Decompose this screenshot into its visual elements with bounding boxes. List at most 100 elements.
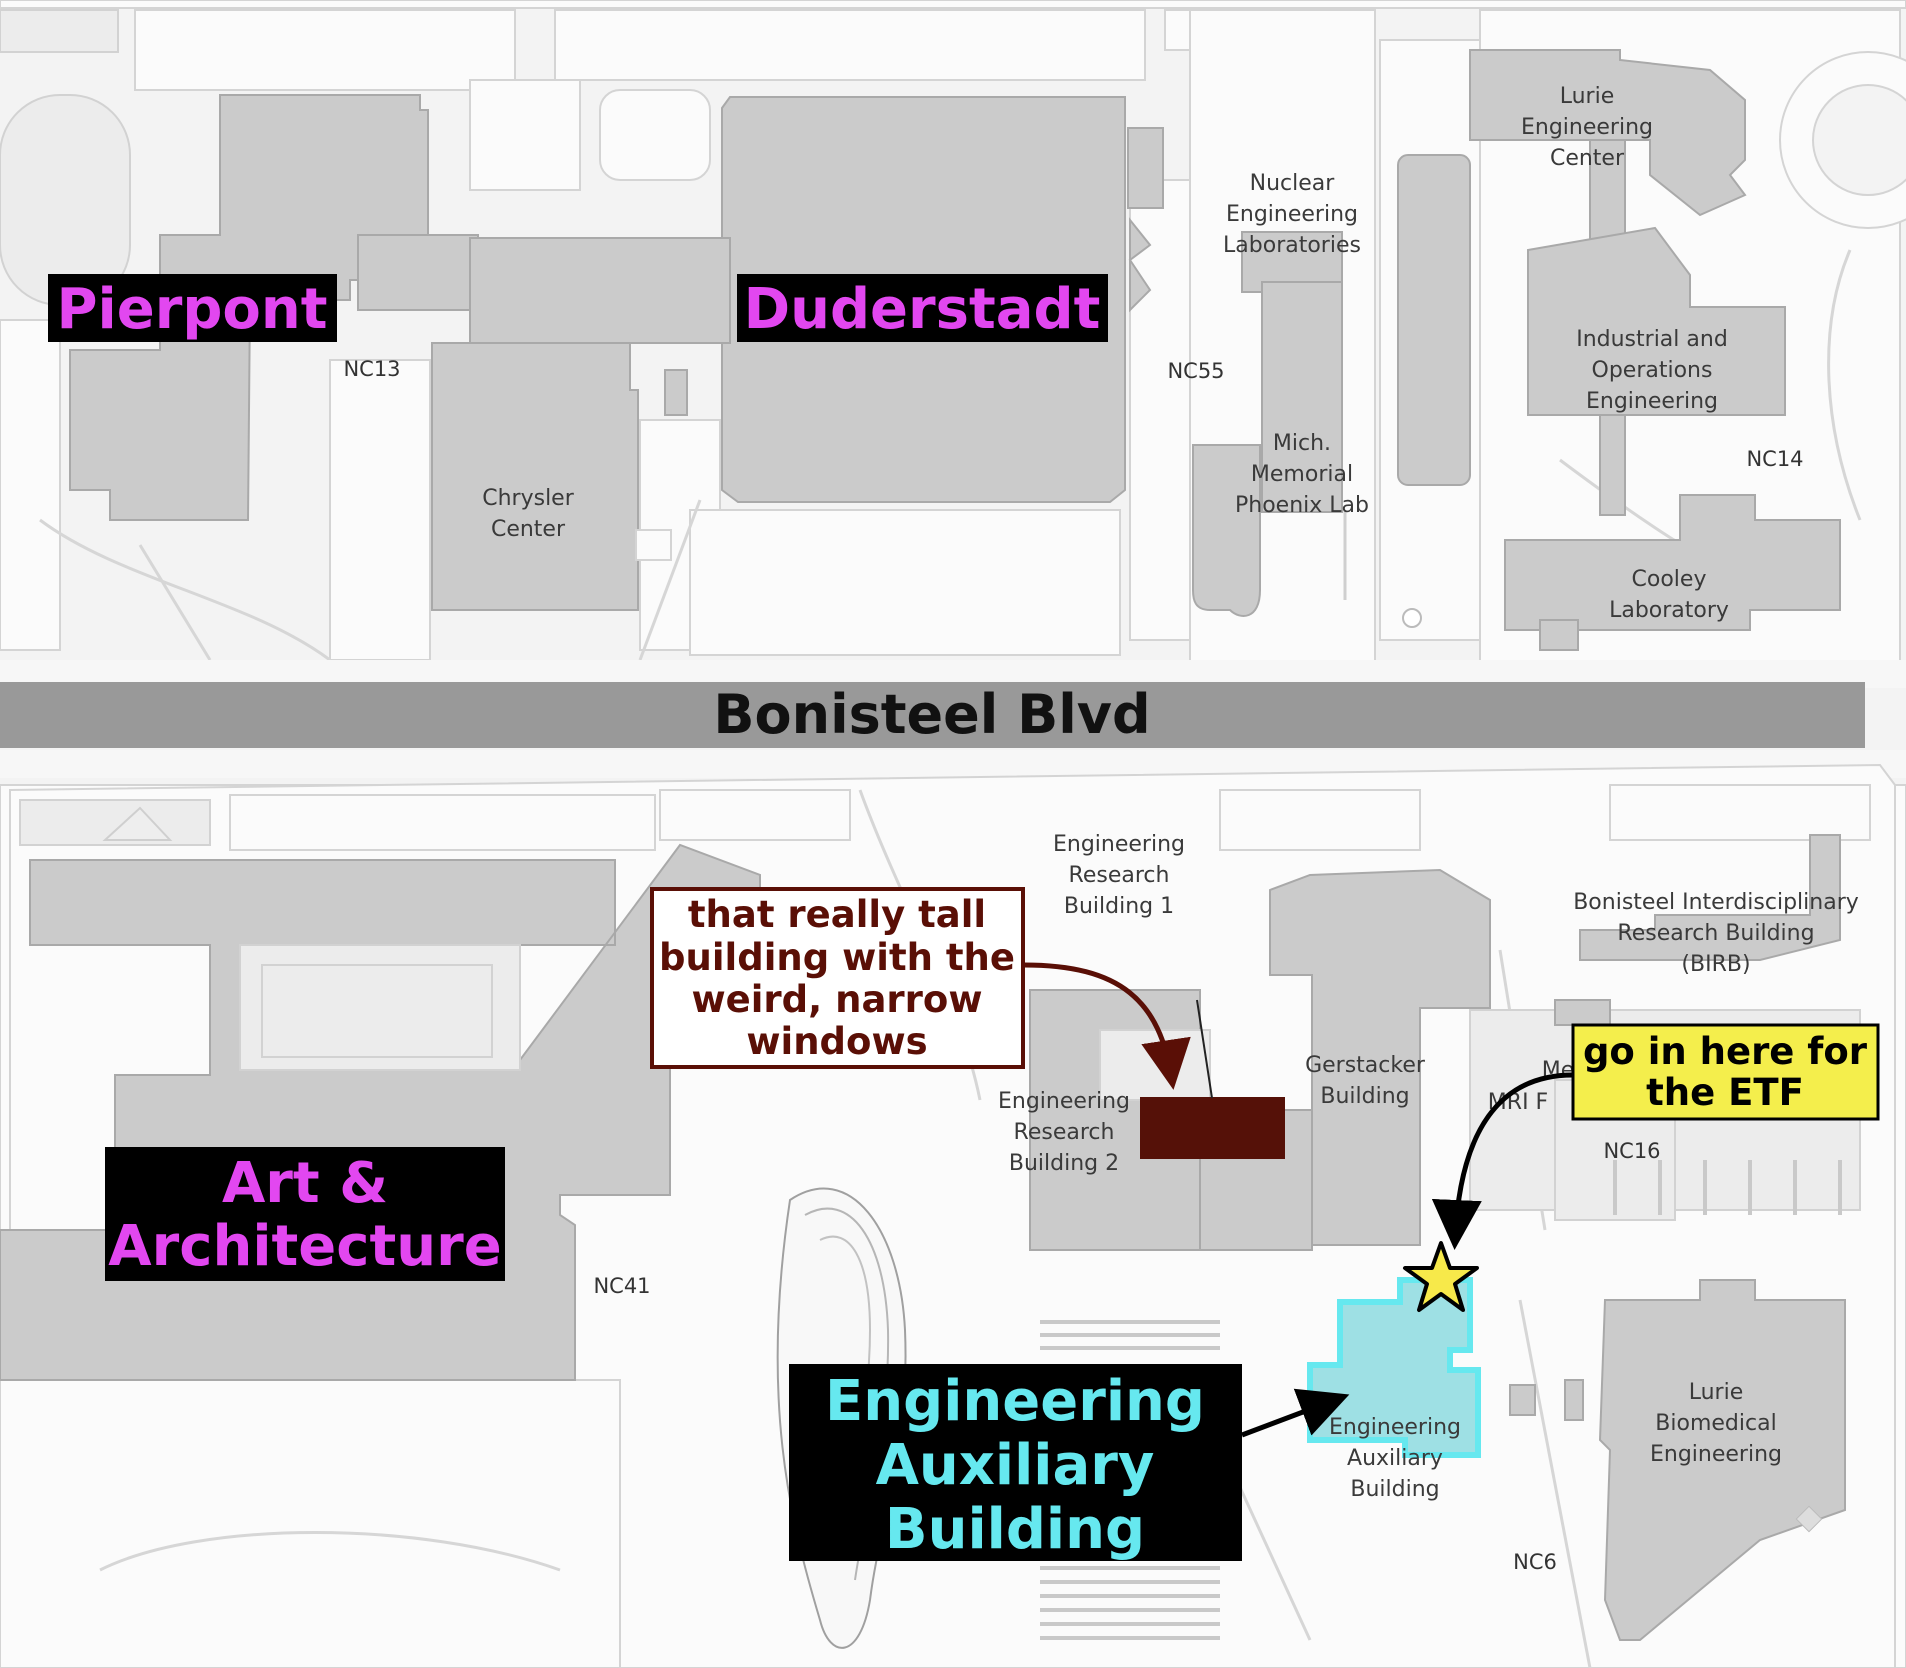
etf-callout: go in here for the ETF <box>1571 1023 1880 1121</box>
svg-text:Auxiliary: Auxiliary <box>1347 1446 1443 1471</box>
ioe-label-2: Operations <box>1592 358 1713 383</box>
svg-text:building with the: building with the <box>659 936 1015 979</box>
erb1-label-3: Building 1 <box>1064 894 1174 919</box>
nuclear-engineering-label-2: Engineering <box>1226 202 1358 227</box>
lurie-biomedical-label-1: Lurie <box>1689 1380 1744 1405</box>
ioe-label-1: Industrial and <box>1576 327 1728 352</box>
svg-text:Center: Center <box>491 517 566 542</box>
svg-text:Engineering: Engineering <box>1521 115 1653 140</box>
svg-text:Laboratory: Laboratory <box>1609 598 1729 623</box>
tall-building-callout: that really tall building with the weird… <box>650 887 1025 1069</box>
birb-label-1: Bonisteel Interdisciplinary <box>1573 890 1859 915</box>
svg-text:the ETF: the ETF <box>1646 1071 1804 1114</box>
svg-text:Auxiliary: Auxiliary <box>876 1433 1155 1498</box>
bonisteel-blvd-road <box>0 682 1865 748</box>
svg-text:Research: Research <box>1069 863 1170 888</box>
gerstacker-label-2: Building <box>1320 1084 1409 1109</box>
nuclear-engineering-label-3: Laboratories <box>1223 233 1361 258</box>
svg-text:windows: windows <box>746 1020 927 1063</box>
birb-label-2: Research Building <box>1617 921 1814 946</box>
lot-nc13-label: NC13 <box>343 357 400 381</box>
tall-building-arrow <box>1023 962 1191 1090</box>
lurie-engineering-label-2: Engineering <box>1521 115 1653 140</box>
tall-building-marker <box>1140 1097 1285 1159</box>
svg-text:Cooley: Cooley <box>1632 567 1707 592</box>
svg-text:Building: Building <box>885 1497 1145 1562</box>
svg-text:Lurie: Lurie <box>1689 1380 1744 1405</box>
pierpont-area-label: Pierpont <box>48 274 337 342</box>
lot-nc55-label: NC55 <box>1167 359 1224 383</box>
nuclear-engineering-label-1: Nuclear <box>1250 171 1336 196</box>
svg-text:Pierpont: Pierpont <box>56 277 327 342</box>
svg-text:Memorial: Memorial <box>1251 462 1353 487</box>
lurie-engineering-label-1: Lurie <box>1560 84 1615 109</box>
svg-text:that really tall: that really tall <box>688 893 986 936</box>
lot-nc41-label: NC41 <box>593 1274 650 1298</box>
svg-text:Bonisteel Interdisciplinary: Bonisteel Interdisciplinary <box>1573 890 1859 915</box>
svg-text:go in here for: go in here for <box>1583 1030 1868 1073</box>
svg-text:Architecture: Architecture <box>108 1214 501 1279</box>
svg-text:Engineering: Engineering <box>1586 389 1718 414</box>
eab-small-label-2: Auxiliary <box>1347 1446 1443 1471</box>
chrysler-label-2: Center <box>491 517 566 542</box>
svg-text:Building: Building <box>1350 1477 1439 1502</box>
svg-text:Nuclear: Nuclear <box>1250 171 1336 196</box>
erb2-label-3: Building 2 <box>1009 1151 1119 1176</box>
erb2-label-1: Engineering <box>998 1089 1130 1114</box>
svg-text:Research Building: Research Building <box>1617 921 1814 946</box>
svg-text:Building 1: Building 1 <box>1064 894 1174 919</box>
cooley-label-1: Cooley <box>1632 567 1707 592</box>
etf-arrow <box>1431 1072 1574 1250</box>
svg-text:Engineering: Engineering <box>1650 1442 1782 1467</box>
svg-text:(BIRB): (BIRB) <box>1681 952 1750 977</box>
erb1-label-1: Engineering <box>1053 832 1185 857</box>
engineering-auxiliary-area-label: Engineering Auxiliary Building <box>789 1364 1242 1562</box>
svg-text:Lurie: Lurie <box>1560 84 1615 109</box>
svg-text:Engineering: Engineering <box>825 1369 1205 1434</box>
svg-text:Building: Building <box>1320 1084 1409 1109</box>
lot-nc6-label: NC6 <box>1513 1550 1557 1574</box>
cooley-label-2: Laboratory <box>1609 598 1729 623</box>
lurie-biomedical-label-3: Engineering <box>1650 1442 1782 1467</box>
ioe-label-3: Engineering <box>1586 389 1718 414</box>
svg-text:Gerstacker: Gerstacker <box>1305 1053 1426 1078</box>
phoenix-label-2: Memorial <box>1251 462 1353 487</box>
svg-text:Operations: Operations <box>1592 358 1713 383</box>
svg-text:weird, narrow: weird, narrow <box>691 978 982 1021</box>
lurie-engineering-label-3: Center <box>1550 146 1625 171</box>
svg-text:Duderstadt: Duderstadt <box>744 277 1101 342</box>
svg-text:Chrysler: Chrysler <box>482 486 574 511</box>
svg-text:Center: Center <box>1550 146 1625 171</box>
chrysler-label-1: Chrysler <box>482 486 574 511</box>
lot-nc14-label: NC14 <box>1746 447 1803 471</box>
star-icon <box>1403 1241 1479 1312</box>
lurie-biomedical-label-2: Biomedical <box>1655 1411 1776 1436</box>
svg-text:Engineering: Engineering <box>1053 832 1185 857</box>
phoenix-label-3: Phoenix Lab <box>1235 493 1369 518</box>
lot-nc16-label: NC16 <box>1603 1139 1660 1163</box>
lot-labels: NC13 NC55 NC14 NC16 NC41 NC6 <box>343 357 1803 1574</box>
svg-text:Building 2: Building 2 <box>1009 1151 1119 1176</box>
svg-text:Laboratories: Laboratories <box>1223 233 1361 258</box>
svg-text:Research: Research <box>1014 1120 1115 1145</box>
gerstacker-label-1: Gerstacker <box>1305 1053 1426 1078</box>
north-buildings <box>69 49 1841 651</box>
eab-small-label-3: Building <box>1350 1477 1439 1502</box>
erb1-label-2: Research <box>1069 863 1170 888</box>
building-labels: Lurie Engineering Center Nuclear Enginee… <box>482 84 1859 1502</box>
erb2-label-2: Research <box>1014 1120 1115 1145</box>
svg-text:Industrial and: Industrial and <box>1576 327 1728 352</box>
svg-text:Engineering: Engineering <box>998 1089 1130 1114</box>
svg-text:Mich.: Mich. <box>1273 431 1331 456</box>
eab-arrow <box>1241 1388 1350 1438</box>
eab-small-label-1: Engineering <box>1329 1415 1461 1440</box>
svg-text:Engineering: Engineering <box>1226 202 1358 227</box>
svg-text:Phoenix Lab: Phoenix Lab <box>1235 493 1369 518</box>
svg-text:Engineering: Engineering <box>1329 1415 1461 1440</box>
duderstadt-area-label: Duderstadt <box>737 274 1108 342</box>
svg-text:Art &: Art & <box>222 1151 388 1216</box>
birb-label-3: (BIRB) <box>1681 952 1750 977</box>
bonisteel-blvd-label: Bonisteel Blvd <box>713 683 1150 746</box>
art-architecture-area-label: Art & Architecture <box>105 1147 505 1281</box>
